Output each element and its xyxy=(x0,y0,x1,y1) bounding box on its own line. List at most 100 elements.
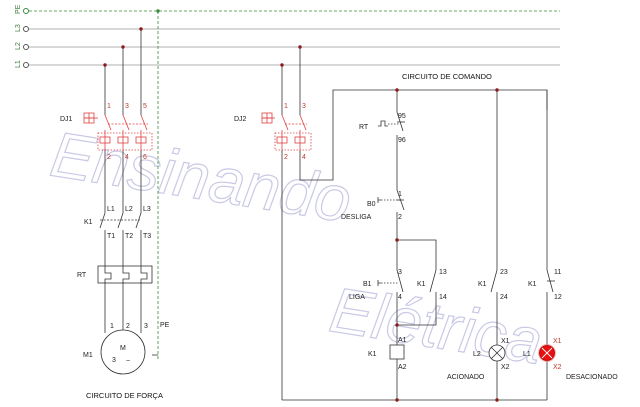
l1-bus-label: L1 xyxy=(15,60,22,68)
motor-terminal-1: 1 xyxy=(110,323,114,330)
dj1-top-5: 5 xyxy=(143,103,147,110)
k1-hold-label: K1 xyxy=(417,281,426,288)
b1-caption: LIGA xyxy=(349,294,365,301)
node-command-l2 xyxy=(298,45,302,49)
lamp-l1-terminal-x1: X1 xyxy=(553,338,562,345)
k1-nc-terminal-12: 12 xyxy=(554,294,562,301)
k1-coil: K1 A1 A2 xyxy=(368,337,407,371)
dj1-label: DJ1 xyxy=(60,116,73,123)
k1-no-terminal-23: 23 xyxy=(500,269,508,276)
motor-terminal-3: 3 xyxy=(144,323,148,330)
node-hold-split xyxy=(395,238,399,242)
contactor-k1-power: K1 L1 L2 L3 T1 T2 T3 xyxy=(84,206,151,240)
rt-command-label: RT xyxy=(359,124,369,131)
node-power-pe xyxy=(156,9,160,13)
lamp-l1-caption: DESACIONADO xyxy=(566,374,618,381)
dj1-bottom-4: 4 xyxy=(125,154,129,161)
dj1-bottom-6: 6 xyxy=(143,154,147,161)
lamp-l2-caption: ACIONADO xyxy=(447,374,485,381)
dj2-top-3: 3 xyxy=(302,103,306,110)
motor-terminal-2: 2 xyxy=(126,323,130,330)
k1-line-l2: L2 xyxy=(125,206,133,213)
l2-bus-label: L2 xyxy=(15,42,22,50)
lamp-l1-label: L1 xyxy=(523,351,531,358)
node-command-l1 xyxy=(280,63,284,67)
b0-label: B0 xyxy=(367,201,376,208)
pushbutton-b1: B1 LIGA 3 4 xyxy=(349,269,404,301)
dj2-bottom-2: 2 xyxy=(284,154,288,161)
k1-terminal-t1: T1 xyxy=(107,233,115,240)
l3-bus-label: L3 xyxy=(15,24,22,32)
pe-bus-terminal xyxy=(23,8,29,14)
node-hold-join xyxy=(395,323,399,327)
dj1-top-3: 3 xyxy=(125,103,129,110)
k1-terminal-t2: T2 xyxy=(125,233,133,240)
node-power-l3 xyxy=(139,27,143,31)
motor-letter: M xyxy=(120,345,126,352)
rt-nc-contact: RT 95 96 xyxy=(359,111,406,144)
k1-terminal-t3: T3 xyxy=(143,233,151,240)
dj2-bottom-4: 4 xyxy=(302,154,306,161)
overload-rt: RT xyxy=(77,265,153,284)
k1-coil-label: K1 xyxy=(368,351,377,358)
motor-m1: 1 2 3 PE M 3 ~ M1 CIRCUITO DE FORÇA xyxy=(83,322,170,400)
k1-coil-terminal-a2: A2 xyxy=(398,364,407,371)
dj1-top-1: 1 xyxy=(107,103,111,110)
l2-bus-terminal xyxy=(23,44,29,50)
l3-bus-terminal xyxy=(23,26,29,32)
node-command-top-k1-no xyxy=(495,88,499,92)
motor-tilde: ~ xyxy=(126,358,130,365)
k1-nc-contact: K1 11 12 xyxy=(528,269,562,301)
pushbutton-b0: B0 DESLIGA 1 2 xyxy=(341,189,405,221)
power-circuit xyxy=(104,11,159,360)
node-bottom-l2 xyxy=(495,398,499,402)
node-power-l2 xyxy=(121,45,125,49)
k1-nc-terminal-11: 11 xyxy=(554,269,561,276)
motor-pe-label: PE xyxy=(160,322,170,329)
motor-phases: 3 xyxy=(112,357,116,364)
k1-hold-terminal-14: 14 xyxy=(439,294,447,301)
k1-power-label: K1 xyxy=(84,219,93,226)
k1-hold-contact: K1 13 14 xyxy=(417,269,447,301)
breaker-dj2: DJ2 1 3 2 4 xyxy=(234,103,312,161)
k1-nc-label: K1 xyxy=(528,281,537,288)
lamp-l2-label: L2 xyxy=(473,351,481,358)
k1-hold-terminal-13: 13 xyxy=(439,269,447,276)
supply-buses: PE L3 L2 L1 xyxy=(15,4,560,68)
node-command-top-rt xyxy=(395,88,399,92)
lamp-l2-terminal-x1: X1 xyxy=(501,338,510,345)
command-circuit xyxy=(281,47,548,401)
dj2-label: DJ2 xyxy=(234,116,247,123)
rt-terminal-95: 95 xyxy=(398,113,406,120)
b1-label: B1 xyxy=(363,281,372,288)
rt-power-label: RT xyxy=(77,272,87,279)
k1-no-terminal-24: 24 xyxy=(500,294,508,301)
node-bottom-coil xyxy=(395,398,399,402)
lamp-l1: L1 X1 X2 DESACIONADO xyxy=(523,338,618,381)
lamp-l1-terminal-x2: X2 xyxy=(553,364,562,371)
power-circuit-title: CIRCUITO DE FORÇA xyxy=(86,391,163,400)
watermark-line2: Elétrica xyxy=(325,273,547,377)
motor-label: M1 xyxy=(83,352,93,359)
watermark-line1: Ensinando xyxy=(46,118,356,236)
dj2-top-1: 1 xyxy=(284,103,288,110)
b1-terminal-3: 3 xyxy=(398,269,402,276)
l1-bus-terminal xyxy=(23,62,29,68)
breaker-dj1: DJ1 1 3 5 2 4 6 xyxy=(60,103,153,161)
pe-bus-label: PE xyxy=(15,4,22,14)
k1-line-l3: L3 xyxy=(143,206,151,213)
k1-no-contact: K1 23 24 xyxy=(478,269,508,301)
command-circuit-title: CIRCUITO DE COMANDO xyxy=(402,72,492,81)
b0-caption: DESLIGA xyxy=(341,214,372,221)
k1-no-label: K1 xyxy=(478,281,487,288)
k1-line-l1: L1 xyxy=(107,206,115,213)
dj1-bottom-2: 2 xyxy=(107,154,111,161)
node-power-l1 xyxy=(103,63,107,67)
b0-terminal-1: 1 xyxy=(398,191,402,198)
b0-terminal-2: 2 xyxy=(398,214,402,221)
b1-terminal-4: 4 xyxy=(398,294,402,301)
lamp-l2: L2 X1 X2 ACIONADO xyxy=(447,338,510,381)
lamp-l2-terminal-x2: X2 xyxy=(501,364,510,371)
rt-terminal-96: 96 xyxy=(398,137,406,144)
